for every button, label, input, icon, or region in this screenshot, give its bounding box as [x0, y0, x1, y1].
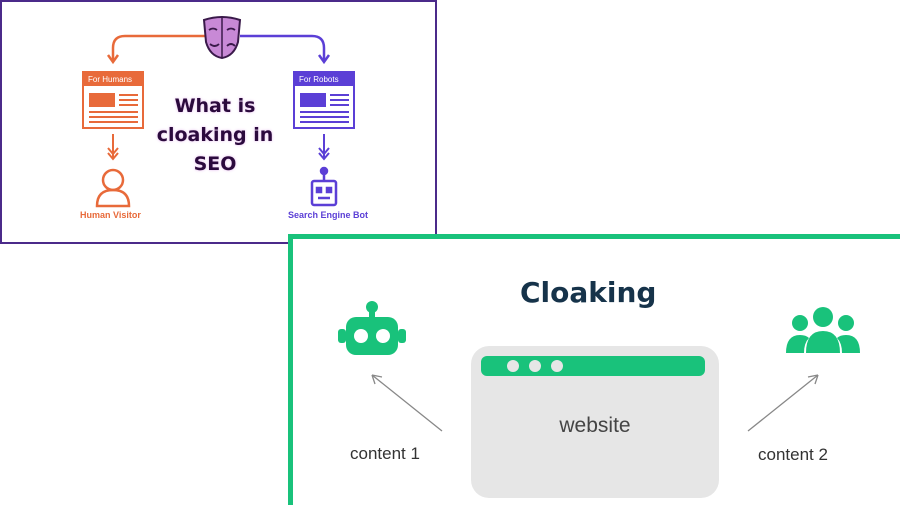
website-label: website	[559, 414, 631, 437]
connector-left	[111, 34, 205, 60]
arrow-to-users	[747, 374, 819, 432]
human-visitor-caption: Human Visitor	[80, 210, 141, 220]
search-engine-bot-caption: Search Engine Bot	[288, 210, 369, 220]
browser-dot-icon	[529, 360, 541, 372]
browser-dot-icon	[507, 360, 519, 372]
content-2-label: content 2	[758, 445, 828, 464]
browser-dot-icon	[551, 360, 563, 372]
robot-icon	[338, 301, 406, 355]
arrow-down-icon	[106, 54, 120, 65]
arrow-down-icon	[318, 134, 330, 161]
card-header-robots: For Robots	[299, 75, 339, 84]
document-icon	[293, 71, 355, 129]
title-line-3: SEO	[193, 153, 237, 175]
document-icon	[82, 71, 144, 129]
arrowhead-icon	[807, 374, 819, 385]
card-header-humans: For Humans	[88, 75, 133, 84]
infographic-title: What is cloaking in SEO	[140, 92, 290, 179]
connector-right	[240, 34, 326, 60]
title-line-2: cloaking in	[156, 124, 274, 146]
arrowhead-icon	[371, 374, 383, 385]
arrow-to-robot	[371, 374, 443, 432]
robot-icon	[310, 166, 338, 207]
content-arrows	[371, 374, 819, 432]
arrow-down-icon	[317, 54, 331, 65]
arrow-down-icon	[107, 134, 119, 161]
cloaking-title: Cloaking	[520, 276, 657, 309]
users-group-icon	[786, 307, 860, 353]
content-1-label: content 1	[350, 444, 420, 463]
person-icon	[95, 168, 131, 208]
theater-mask-icon	[202, 16, 242, 60]
title-line-1: What is	[174, 95, 256, 117]
infographic-graphics	[82, 16, 355, 208]
